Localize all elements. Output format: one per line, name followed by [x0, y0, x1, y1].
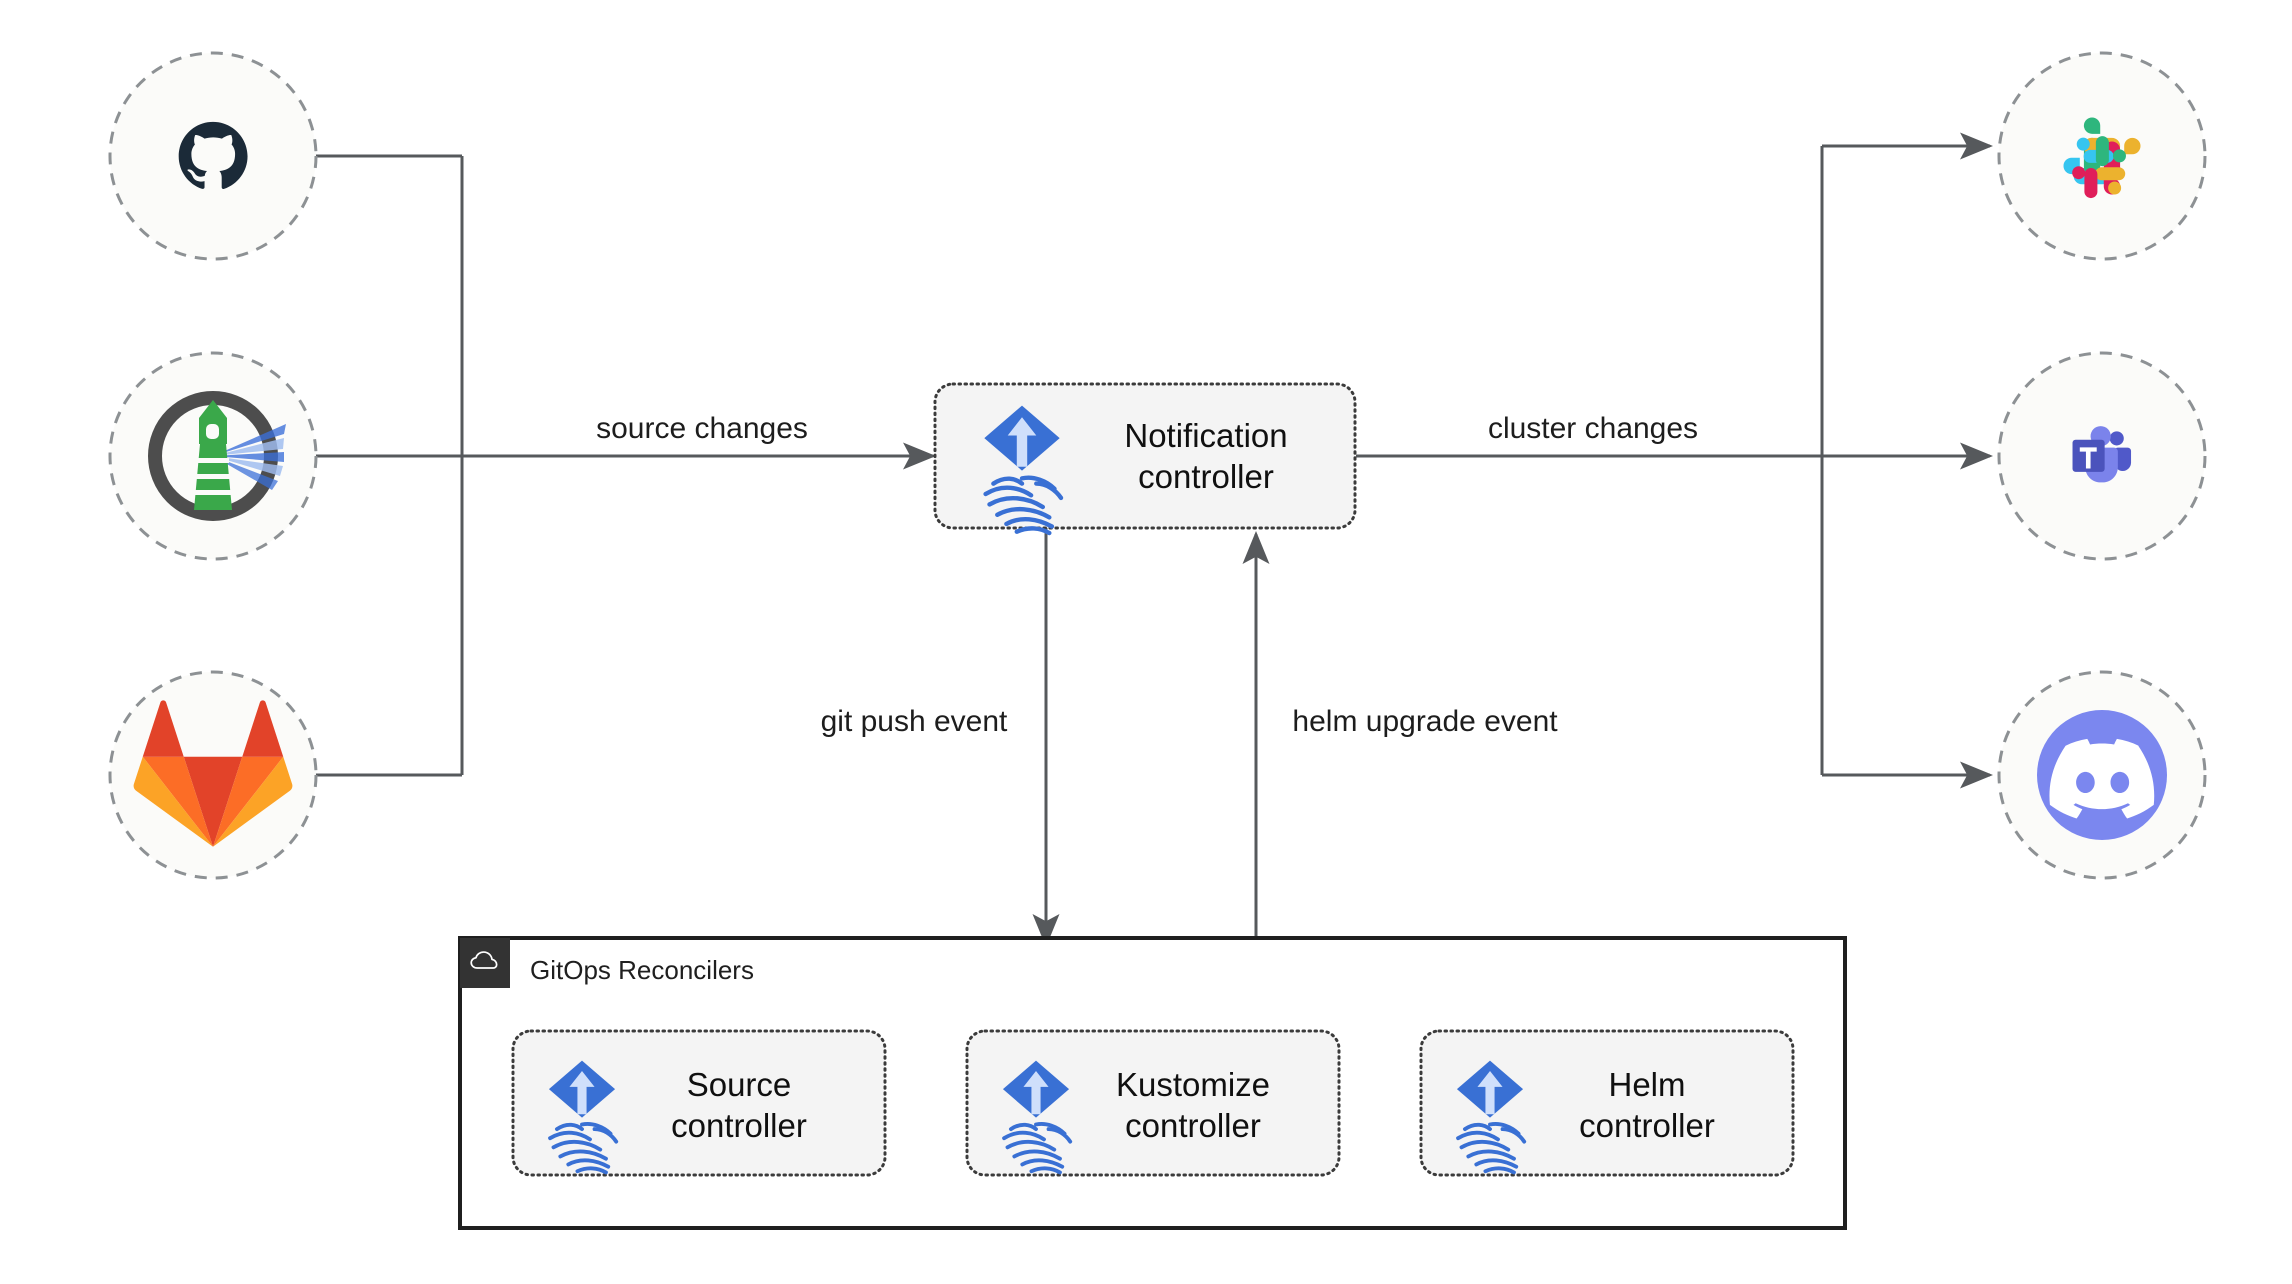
reconciler-source-label-line2: controller: [671, 1107, 807, 1144]
source-node-github[interactable]: [108, 51, 318, 261]
destination-node-slack[interactable]: [1997, 51, 2207, 261]
container-header-badge: [460, 938, 510, 988]
notification-controller-node[interactable]: Notification controller: [933, 382, 1357, 536]
reconciler-kustomize-label-line2: controller: [1125, 1107, 1261, 1144]
node-box: [965, 1029, 1341, 1177]
node-ring: [108, 51, 318, 261]
notification-controller-label-line2: controller: [1138, 458, 1274, 495]
reconciler-node-kustomize[interactable]: Kustomize controller: [965, 1029, 1341, 1177]
slack-icon: [2063, 117, 2141, 199]
destination-node-teams[interactable]: [1997, 351, 2207, 561]
edge-label-git-push-event: git push event: [821, 705, 1008, 738]
node-box: [511, 1029, 887, 1177]
microsoft-teams-icon: [2072, 426, 2132, 483]
node-box: [933, 382, 1357, 530]
gitlab-icon: [133, 700, 293, 847]
github-icon: [178, 121, 248, 190]
flux-icon: [1002, 1060, 1073, 1175]
notification-controller-label-line1: Notification: [1124, 417, 1287, 454]
reconciler-kustomize-label-line1: Kustomize: [1116, 1066, 1270, 1103]
discord-icon: [2037, 710, 2167, 840]
source-node-gitlab[interactable]: [108, 670, 318, 880]
cloud-icon: [470, 951, 498, 969]
edge-label-cluster-changes: cluster changes: [1488, 412, 1698, 445]
flux-lighthouse-icon: [148, 391, 286, 521]
node-box: [1419, 1029, 1795, 1177]
destination-node-discord[interactable]: [1997, 670, 2207, 880]
reconciler-helm-label-line1: Helm: [1608, 1066, 1685, 1103]
reconciler-node-helm[interactable]: Helm controller: [1419, 1029, 1795, 1177]
reconciler-source-label-line1: Source: [687, 1066, 792, 1103]
reconciler-helm-label-line2: controller: [1579, 1107, 1715, 1144]
flux-icon: [1456, 1060, 1527, 1175]
edge-label-source-changes: source changes: [596, 412, 808, 445]
edge-label-helm-upgrade-event: helm upgrade event: [1292, 705, 1558, 738]
container-title: GitOps Reconcilers: [530, 955, 754, 985]
reconciler-node-source[interactable]: Source controller: [511, 1029, 887, 1177]
source-node-flux[interactable]: [108, 351, 318, 561]
